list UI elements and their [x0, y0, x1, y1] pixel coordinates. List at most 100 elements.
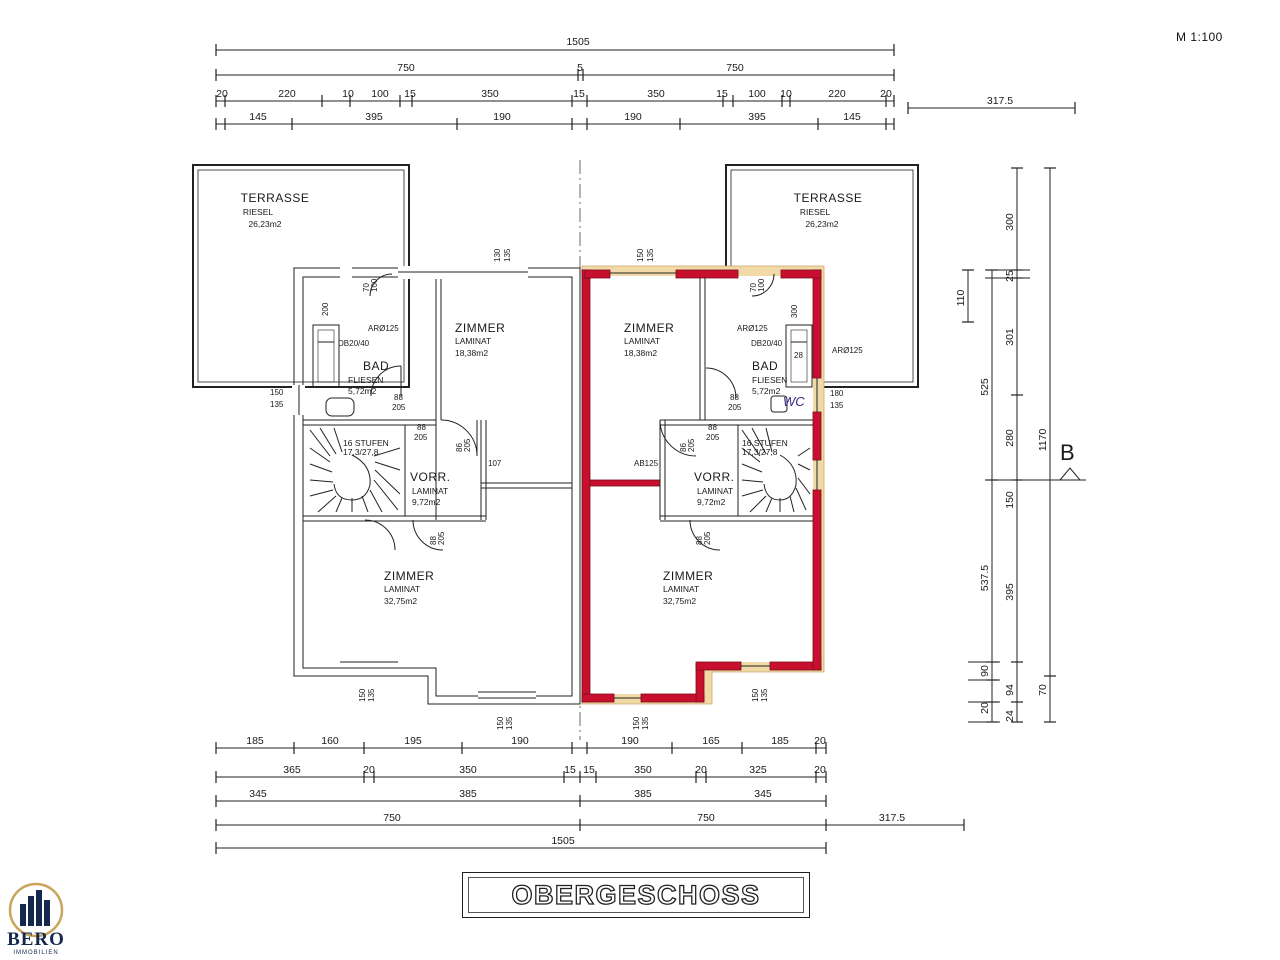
- dim-d8: 15: [716, 88, 728, 100]
- win-side-l-b: 135: [270, 400, 284, 409]
- dim-b3-0: 345: [249, 788, 267, 800]
- vorr-right-name: VORR.: [694, 470, 735, 484]
- vorr-right-area: 9,72m2: [697, 497, 726, 507]
- door-200-label: 200: [321, 302, 330, 316]
- door-88-zim-l-b: 205: [414, 433, 428, 442]
- dim-b4-1: 750: [697, 812, 715, 824]
- dim-b2-6: 20: [695, 764, 707, 776]
- door-86-r-a: 86: [679, 443, 688, 452]
- dim-d1: 220: [278, 88, 296, 100]
- dim-b1-2: 195: [404, 735, 422, 747]
- dim-b1-5: 165: [702, 735, 720, 747]
- vorr-left-name: VORR.: [410, 470, 451, 484]
- bad-right-name: BAD: [752, 359, 778, 373]
- door-88-vorr-l-a: 88: [429, 536, 438, 545]
- dim-b2-4: 15: [583, 764, 595, 776]
- dim-v-537: 537.5: [979, 565, 991, 591]
- zimmer-large-right-name: ZIMMER: [663, 569, 713, 583]
- dim-v-110: 110: [955, 289, 967, 306]
- zimmer-small-left-floor: LAMINAT: [455, 336, 491, 346]
- door-bad-r-a: 70: [749, 283, 758, 292]
- dim-v-300: 300: [1004, 213, 1016, 231]
- brand-name: BERO: [7, 929, 65, 950]
- drawing-title: OBERGESCHOSS: [511, 879, 761, 910]
- dim-v-94: 94: [1004, 684, 1016, 696]
- stairs-left-size: 17,3/27,8: [343, 447, 379, 457]
- fixtures-right: [705, 273, 813, 413]
- dim-r1: 395: [365, 111, 383, 123]
- vorr-left-floor: LAMINAT: [412, 486, 448, 496]
- door-88-zim-r-a: 88: [708, 423, 717, 432]
- door-88-bad-l-a: 88: [394, 393, 403, 402]
- dim-d2: 10: [342, 88, 354, 100]
- stairs-right: 16 STUFEN 17,3/27,8: [741, 427, 811, 513]
- dim-v-25: 25: [1004, 270, 1016, 282]
- dim-d6: 15: [573, 88, 585, 100]
- dim-b2-2: 350: [459, 764, 477, 776]
- door-bad-l-b: 100: [370, 278, 379, 292]
- stairs-right-size: 17,3/27,8: [742, 447, 778, 457]
- dim-bottom-total: 1505: [551, 835, 575, 847]
- zimmer-large-right-area: 32,75m2: [663, 596, 696, 606]
- dim-b3-1: 385: [459, 788, 477, 800]
- win-bot-r1-b: 135: [641, 716, 650, 730]
- door-swings: [364, 419, 721, 551]
- zimmer-large-left-floor: LAMINAT: [384, 584, 420, 594]
- stairs-right-steps: 16 STUFEN: [742, 438, 788, 448]
- bottom-dimensions: 185 160 195 190 190 165 185 20 365 20 35…: [215, 735, 965, 854]
- top-dimensions: 1505 750 5 750 20 220 10 100 15 350 15 3…: [215, 36, 1076, 130]
- dim-v-20: 20: [979, 702, 991, 714]
- dim-b2-5: 350: [634, 764, 652, 776]
- annotations: DB20/40 ARØ125 DB20/40 ARØ125 ARØ125 AB1…: [270, 248, 863, 730]
- drawing-title-box: OBERGESCHOSS: [462, 872, 810, 918]
- vorr-right-floor: LAMINAT: [697, 486, 733, 496]
- door-88-vorr-r-a: 88: [695, 536, 704, 545]
- dim-top-total: 1505: [566, 36, 590, 48]
- win-bot-l2-b: 135: [505, 716, 514, 730]
- win-bot-r2-a: 150: [751, 688, 760, 702]
- zimmer-small-right-floor: LAMINAT: [624, 336, 660, 346]
- dim-v-1170: 1170: [1037, 429, 1049, 452]
- zimmer-small-left-name: ZIMMER: [455, 321, 505, 335]
- dim-b2-7: 325: [749, 764, 767, 776]
- dim-d3: 100: [371, 88, 389, 100]
- win-side-l-a: 150: [270, 388, 284, 397]
- win-bot-l1-b: 135: [367, 688, 376, 702]
- dim-d4: 15: [404, 88, 416, 100]
- dim-b3-3: 345: [754, 788, 772, 800]
- terrace-right-floor: RIESEL: [800, 207, 831, 217]
- small-28-label: 28: [794, 351, 803, 360]
- bero-logo-icon: [8, 882, 64, 938]
- dim-b2-1: 20: [363, 764, 375, 776]
- drawing-title-inner: OBERGESCHOSS: [468, 877, 804, 913]
- door-88-bad-r-a: 88: [730, 393, 739, 402]
- bad-right-floor: FLIESEN: [752, 375, 787, 385]
- dim-b1-4: 190: [621, 735, 639, 747]
- door-bad-r-b: 100: [757, 278, 766, 292]
- zimmer-large-left-area: 32,75m2: [384, 596, 417, 606]
- door-86-l-b: 205: [463, 438, 472, 452]
- dim-r2: 190: [493, 111, 511, 123]
- bad-left-floor: FLIESEN: [348, 375, 383, 385]
- dim-d12: 20: [880, 88, 892, 100]
- dim-v-24: 24: [1004, 710, 1016, 722]
- dim-d11: 220: [828, 88, 846, 100]
- ab-right-label: AB125: [634, 459, 659, 468]
- dim-r3: 190: [624, 111, 642, 123]
- dim-r0: 145: [249, 111, 267, 123]
- zimmer-small-right-area: 18,38m2: [624, 348, 657, 358]
- dim-top-side: 317.5: [987, 95, 1013, 107]
- win-top-l-b: 135: [503, 248, 512, 262]
- win-bot-l2-a: 150: [496, 716, 505, 730]
- dim-v-70: 70: [1037, 684, 1049, 696]
- terrace-left-name: TERRASSE: [241, 191, 310, 205]
- terrace-left-area: 26,23m2: [248, 219, 281, 229]
- dim-b1-1: 160: [321, 735, 339, 747]
- door-88-zim-r-b: 205: [706, 433, 720, 442]
- fixtures-left: [312, 273, 402, 417]
- dim-r4: 395: [748, 111, 766, 123]
- room-labels-left: BAD FLIESEN 5,72m2 ZIMMER LAMINAT 18,38m…: [348, 321, 505, 606]
- dim-top-half-gap: 5: [577, 62, 583, 74]
- dim-b4-side: 317.5: [879, 812, 905, 824]
